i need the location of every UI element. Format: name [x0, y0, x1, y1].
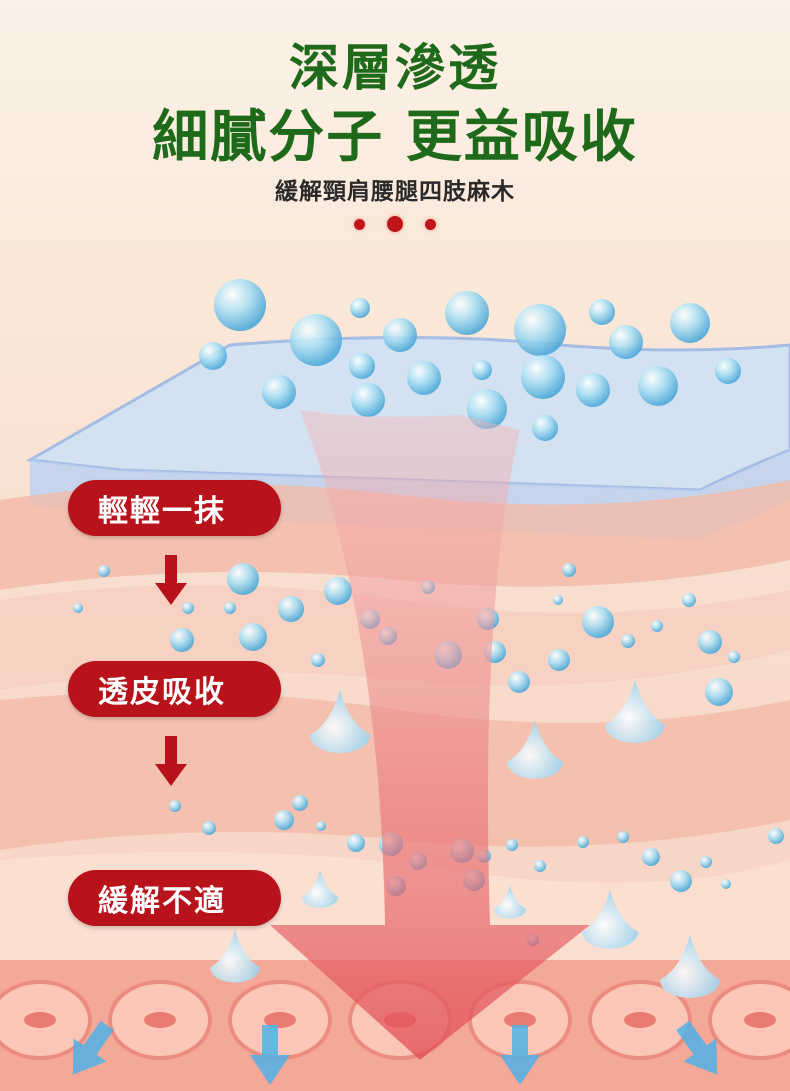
water-droplet [310, 690, 370, 753]
water-bubble [311, 653, 325, 667]
water-bubble [98, 565, 110, 577]
water-bubble [534, 860, 546, 872]
cell-nucleus [24, 1012, 56, 1028]
water-bubble [721, 879, 731, 889]
water-bubble [227, 563, 259, 595]
dot-icon [354, 218, 365, 230]
down-arrow-icon [155, 555, 187, 605]
step-relief-label: 緩解不適 [68, 870, 281, 926]
dot-icon [425, 218, 436, 230]
water-bubble [506, 839, 518, 851]
water-bubble [347, 834, 365, 852]
cell-nucleus [744, 1012, 776, 1028]
water-droplet [507, 720, 563, 779]
water-bubble [582, 606, 614, 638]
title-line2: 細膩分子 更益吸收 [152, 105, 638, 170]
water-bubble [700, 856, 712, 868]
water-bubble [73, 603, 83, 613]
water-bubble [548, 649, 570, 671]
water-bubble [169, 800, 181, 812]
water-bubble [278, 596, 304, 622]
water-bubble [467, 389, 507, 429]
water-bubble [407, 361, 441, 395]
water-bubble [214, 279, 266, 331]
step-absorb-label: 透皮吸收 [68, 661, 281, 717]
water-droplet [660, 935, 720, 998]
blue-arrow-icon [250, 1025, 290, 1085]
blue-arrow-icon [72, 1020, 114, 1075]
water-droplet [494, 885, 526, 919]
blue-arrow-icon [676, 1020, 718, 1075]
water-bubble [705, 678, 733, 706]
water-bubble [349, 353, 375, 379]
cell-nucleus [624, 1012, 656, 1028]
water-bubble [350, 298, 370, 318]
water-bubble [670, 303, 710, 343]
subtitle: 緩解頸肩腰腿四肢麻木 [275, 179, 515, 205]
water-bubble [202, 821, 216, 835]
water-bubble [274, 810, 294, 830]
water-bubble [239, 623, 267, 651]
water-bubble [651, 620, 663, 632]
water-bubble [224, 602, 236, 614]
water-bubble [324, 577, 352, 605]
water-bubble [728, 651, 740, 663]
step-apply-label: 輕輕一抹 [68, 480, 281, 536]
water-bubble [562, 563, 576, 577]
water-bubble [262, 375, 296, 409]
decorative-dots [0, 216, 790, 232]
water-bubble [698, 630, 722, 654]
penetration-arrow [270, 410, 590, 1060]
water-bubble [589, 299, 615, 325]
down-arrow-icon [155, 736, 187, 786]
water-bubble [472, 360, 492, 380]
water-droplet [582, 890, 638, 949]
title-line1: 深層滲透 [289, 39, 501, 97]
water-droplet [210, 930, 260, 983]
water-bubble [642, 848, 660, 866]
cell-nucleus [264, 1012, 296, 1028]
water-bubble [621, 634, 635, 648]
dot-icon [387, 216, 403, 232]
water-bubble [290, 314, 342, 366]
water-bubble [576, 373, 610, 407]
water-bubble [199, 342, 227, 370]
cell-nucleus [504, 1012, 536, 1028]
water-bubble [514, 304, 566, 356]
water-bubble [609, 325, 643, 359]
water-bubble [351, 383, 385, 417]
water-bubble [715, 358, 741, 384]
water-bubble [521, 355, 565, 399]
water-bubble [532, 415, 558, 441]
water-droplet [605, 680, 665, 743]
water-bubble [170, 628, 194, 652]
water-droplet [302, 870, 338, 908]
blue-arrow-icon [500, 1025, 540, 1085]
water-bubble [445, 291, 489, 335]
water-bubble [553, 595, 563, 605]
water-bubble [508, 671, 530, 693]
water-bubble [670, 870, 692, 892]
water-bubble [182, 602, 194, 614]
water-bubble [292, 795, 308, 811]
water-bubble [316, 821, 326, 831]
water-bubble [617, 831, 629, 843]
water-bubble [383, 318, 417, 352]
cell-nucleus [144, 1012, 176, 1028]
water-bubble [577, 836, 589, 848]
water-bubble [638, 366, 678, 406]
water-bubble [768, 828, 784, 844]
water-bubble [682, 593, 696, 607]
